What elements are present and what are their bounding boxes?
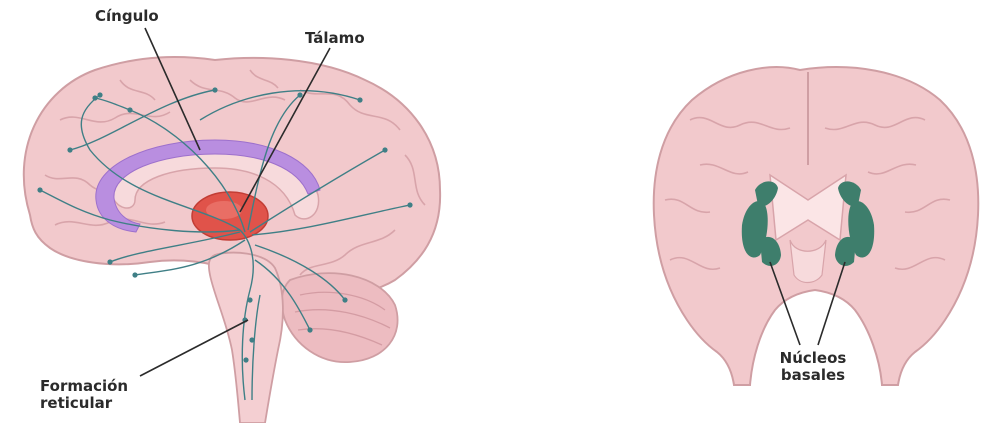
label-formacion-reticular: Formación reticular	[40, 378, 128, 412]
label-cingulo: Cíngulo	[95, 8, 159, 25]
label-nucleos-basales: Núcleos basales	[768, 350, 858, 384]
label-nucleos-line2: basales	[768, 367, 858, 384]
label-formacion-line2: reticular	[40, 395, 128, 412]
brainstem	[209, 253, 283, 423]
label-nucleos-line1: Núcleos	[768, 350, 858, 367]
coronal-brain-illustration	[654, 67, 979, 385]
label-formacion-line1: Formación	[40, 378, 128, 395]
label-talamo: Tálamo	[305, 30, 365, 47]
coronal-hemispheres	[654, 67, 979, 385]
